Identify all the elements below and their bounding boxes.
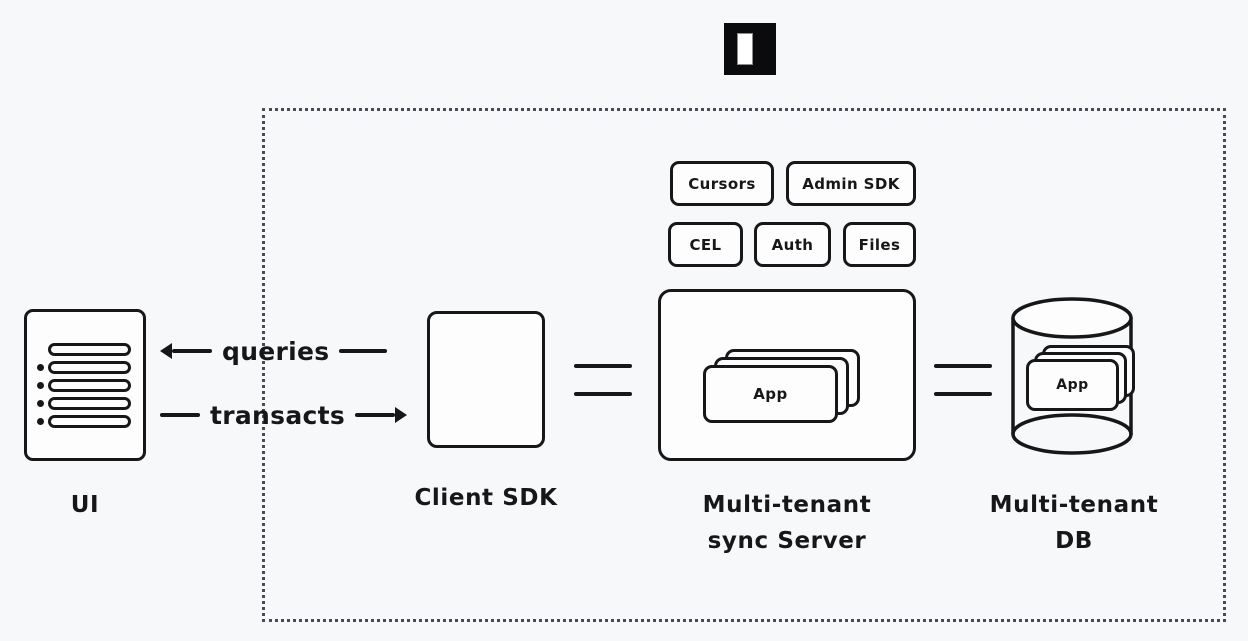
app-card-front[interactable]: App [703, 365, 838, 423]
bullet-dot-icon [37, 417, 44, 425]
bullet-dot-icon [37, 399, 44, 407]
ui-card-bar [48, 396, 131, 410]
ui-card-bar [48, 414, 131, 428]
flow-line-segment [160, 413, 200, 417]
feature-pill-label: Admin SDK [802, 174, 900, 193]
bullet-dot-icon [37, 363, 44, 371]
database-cylinder-icon[interactable] [1009, 296, 1135, 456]
flow-label-queries: queries [222, 336, 330, 366]
caption-database: Multi-tenant DB [989, 492, 1159, 554]
ui-card-row [37, 342, 131, 356]
instant-logo-icon [724, 23, 776, 75]
flow-transacts: transacts [160, 398, 408, 432]
instant-logo-bar [737, 33, 753, 65]
ui-card-row [37, 414, 131, 428]
connector-client-to-server [574, 364, 632, 398]
caption-sync-server: Multi-tenant sync Server [702, 492, 872, 554]
feature-pill-cel[interactable]: CEL [668, 222, 743, 267]
ui-card-bar [48, 360, 131, 374]
bullet-dot-icon [37, 381, 44, 389]
ui-card-row [37, 396, 131, 410]
ui-card-row [37, 360, 131, 374]
app-card-front[interactable]: App [1026, 359, 1119, 411]
ui-card[interactable] [24, 309, 146, 461]
connector-server-to-db [934, 364, 992, 398]
feature-pill-label: Auth [771, 235, 814, 254]
feature-pill-cursors[interactable]: Cursors [670, 161, 774, 206]
ui-card-bar [48, 378, 131, 392]
ui-card-row [37, 378, 131, 392]
caption-client-sdk: Client SDK [414, 485, 558, 511]
app-card-label: App [753, 385, 788, 403]
feature-pill-label: Files [858, 235, 901, 254]
arrow-right-icon [355, 407, 408, 423]
flow-line-segment [339, 349, 388, 353]
feature-pill-label: Cursors [688, 174, 756, 193]
flow-label-transacts: transacts [210, 400, 346, 430]
app-card-label: App [1056, 377, 1089, 393]
arrow-left-icon [160, 343, 212, 359]
feature-pill-auth[interactable]: Auth [754, 222, 831, 267]
client-sdk-box[interactable] [427, 311, 545, 448]
ui-card-bar [48, 342, 131, 356]
feature-pill-admin-sdk[interactable]: Admin SDK [786, 161, 916, 206]
flow-queries: queries [160, 334, 388, 368]
feature-pill-label: CEL [689, 235, 722, 254]
feature-pill-files[interactable]: Files [843, 222, 916, 267]
server-app-stack: App [703, 349, 863, 429]
ui-card-rows [27, 312, 143, 458]
service-boundary [262, 108, 1226, 622]
sync-server-box[interactable] [658, 289, 916, 461]
caption-ui: UI [70, 492, 100, 518]
db-app-stack: App [1026, 345, 1146, 423]
